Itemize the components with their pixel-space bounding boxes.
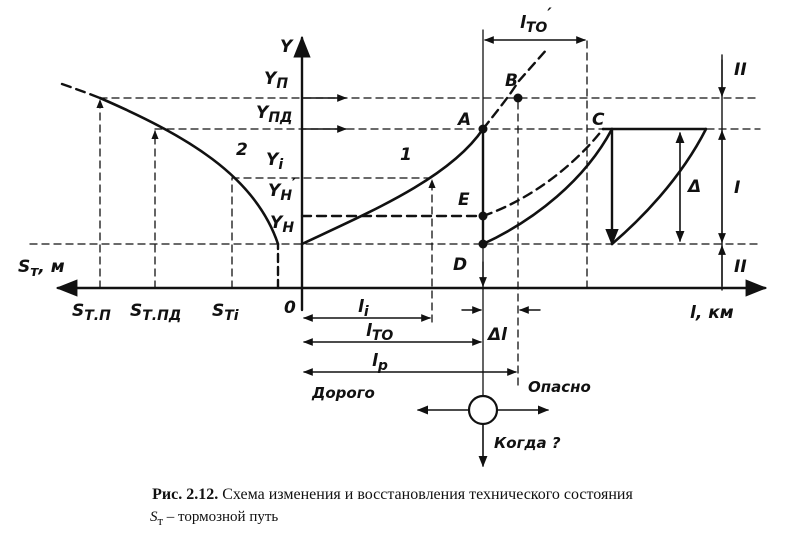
zone-ii-bottom-label: II bbox=[734, 257, 747, 277]
yp-label: YП bbox=[264, 69, 288, 92]
point-a-label: A bbox=[456, 110, 471, 130]
caption-symbol: S bbox=[150, 509, 158, 525]
opasno-label: Опасно bbox=[528, 378, 591, 396]
caption-text: Схема изменения и восстановления техниче… bbox=[218, 486, 633, 503]
stpd-label: SТ.ПД bbox=[130, 301, 181, 324]
curve-2-dashed bbox=[60, 82, 102, 100]
yn-label: YН bbox=[270, 213, 294, 236]
point-e-label: E bbox=[458, 190, 470, 210]
kogda-label: Когда ? bbox=[494, 434, 561, 452]
origin-label: 0 bbox=[284, 298, 296, 318]
x-axis-label: l, км bbox=[690, 303, 734, 323]
curve-1-label: 1 bbox=[400, 145, 412, 165]
lp-label: lр bbox=[372, 351, 388, 374]
point-e-dot bbox=[478, 211, 488, 221]
dorogo-label: Дорого bbox=[311, 384, 375, 402]
delta-l-label: Δl bbox=[486, 325, 508, 345]
figure-caption: Рис. 2.12. Схема изменения и восстановле… bbox=[0, 486, 785, 504]
point-d-label: D bbox=[453, 255, 467, 275]
delta-label: Δ bbox=[686, 177, 701, 197]
figure-caption-line2: Sт – тормозной путь bbox=[150, 509, 278, 529]
curve-3 bbox=[610, 127, 708, 246]
sti-label: SТi bbox=[212, 301, 239, 324]
point-a-dot bbox=[478, 124, 488, 134]
y-axis-label: Y bbox=[280, 37, 294, 57]
point-d-dot bbox=[478, 239, 488, 249]
lto-label: lТО bbox=[366, 321, 393, 344]
caption-symbol-sub: т bbox=[157, 514, 163, 528]
caption-prefix: Рис. 2.12. bbox=[152, 486, 219, 503]
curve-2-label: 2 bbox=[236, 140, 248, 160]
caption-line2-text: – тормозной путь bbox=[162, 509, 279, 525]
point-b-label: B bbox=[505, 71, 518, 91]
li-label: li bbox=[358, 297, 369, 320]
ypd-label: YПД bbox=[256, 103, 293, 126]
point-b-dot bbox=[513, 93, 523, 103]
curve-1-extension bbox=[481, 46, 550, 131]
point-c-label: C bbox=[592, 110, 605, 130]
curve-ec bbox=[481, 127, 605, 218]
curve-2 bbox=[98, 96, 280, 246]
yn-prime-label: YН′ bbox=[268, 175, 297, 204]
st-axis-label: Sт, м bbox=[18, 257, 65, 280]
decision-circle bbox=[467, 394, 499, 426]
yi-label: Yi bbox=[266, 150, 283, 173]
curve-1 bbox=[300, 127, 485, 246]
stp-label: SТ.П bbox=[72, 301, 111, 324]
curve-dc bbox=[481, 127, 614, 246]
zone-ii-top-label: II bbox=[734, 60, 747, 80]
zone-i-label: I bbox=[734, 178, 740, 198]
lto-prime-label: lТО′ bbox=[520, 5, 552, 36]
